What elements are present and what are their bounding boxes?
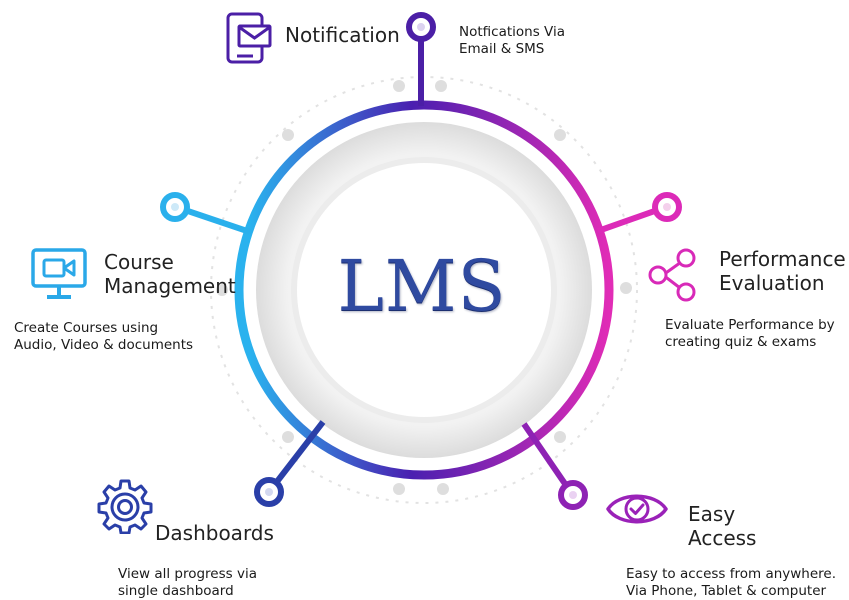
connector-access — [521, 422, 575, 496]
course-title-line: Course — [104, 250, 174, 274]
performance-title: Performance Evaluation — [719, 247, 846, 295]
eye-icon — [606, 494, 668, 524]
mobile-mail-icon — [226, 12, 272, 64]
gear-icon — [97, 479, 153, 534]
node-performance — [652, 192, 682, 222]
course-description: Create Courses using Audio, Video & docu… — [14, 320, 193, 354]
outer-dotted-ring — [210, 76, 638, 504]
course-title: Course Management — [104, 250, 236, 298]
notification-description-line: Notfications Via — [459, 24, 565, 40]
access-description-line: Via Phone, Tablet & computer — [626, 583, 827, 599]
access-title-line: Access — [688, 526, 757, 550]
notification-title: Notification — [285, 23, 400, 47]
node-dashboards — [254, 477, 284, 507]
dashboards-title: Dashboards — [155, 521, 274, 545]
course-title-line: Management — [104, 274, 236, 298]
ring-dots — [216, 80, 632, 495]
video-monitor-icon — [31, 248, 87, 299]
performance-title-line: Evaluation — [719, 271, 825, 295]
course-description-line: Audio, Video & documents — [14, 337, 194, 353]
node-course — [160, 192, 190, 222]
performance-description: Evaluate Performance by creating quiz & … — [665, 317, 835, 351]
node-access — [558, 480, 588, 510]
performance-title-line: Performance — [719, 247, 846, 271]
center-title: LMS — [337, 245, 507, 327]
performance-description-line: Evaluate Performance by — [665, 317, 835, 333]
inner-disc — [291, 157, 557, 423]
dashboards-description-line: single dashboard — [118, 583, 234, 599]
share-nodes-icon — [648, 248, 696, 302]
access-title-line: Easy — [688, 502, 736, 526]
notification-description-line: Email & SMS — [459, 41, 545, 57]
access-description-line: Easy to access from anywhere. — [626, 566, 837, 582]
access-title: Easy Access — [688, 502, 756, 550]
performance-description-line: creating quiz & exams — [665, 334, 817, 350]
access-description: Easy to access from anywhere. Via Phone,… — [626, 566, 836, 600]
course-description-line: Create Courses using — [14, 320, 159, 336]
dashboards-description-line: View all progress via — [118, 566, 257, 582]
node-notification — [406, 12, 436, 42]
dashboards-description: View all progress via single dashboard — [118, 566, 257, 600]
notification-description: Notfications Via Email & SMS — [459, 24, 565, 58]
